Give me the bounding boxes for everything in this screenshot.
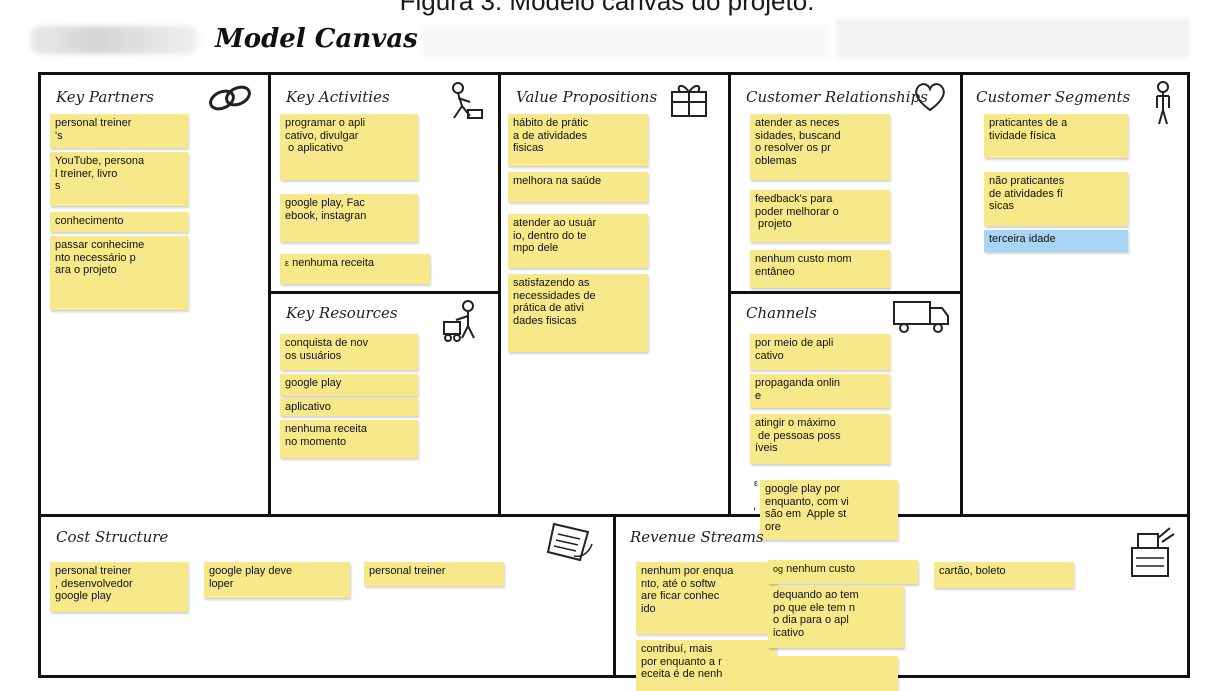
customer-relationships-title: Customer Relationships (746, 88, 928, 106)
divider (960, 72, 963, 516)
customer-relationships-note: nenhum custo mom entâneo (750, 250, 890, 288)
stray-mark: ε (754, 478, 759, 488)
divider (730, 291, 961, 294)
key-partners-note: personal treiner 's (50, 114, 188, 148)
customer-relationships-note: atender as neces sidades, buscand o reso… (750, 114, 890, 180)
key-partners-title: Key Partners (56, 88, 154, 106)
blurred-area (422, 24, 827, 58)
revenue-streams-note: cartão, boleto (934, 562, 1074, 588)
cash-register-icon (1131, 527, 1175, 577)
cost-structure-title: Cost Structure (56, 528, 169, 546)
customer-relationships-note: feedback's para poder melhorar o projeto (750, 190, 890, 242)
figure-caption: Figura 3: Modelo canvas do projeto. (399, 0, 815, 16)
customer-segments-note: praticantes de a tividade física (984, 114, 1128, 158)
revenue-streams-note: og nenhum custo (768, 560, 918, 584)
key-partners-note: passar conhecime nto necessário p ara o … (50, 236, 188, 310)
person-with-cart-icon (443, 300, 475, 342)
revenue-streams-title: Revenue Streams (630, 528, 764, 546)
key-activities-note: google play, Fac ebook, instagran (280, 194, 418, 242)
value-propositions-note: satisfazendo as necessidades de prática … (508, 274, 648, 352)
person-working-icon (452, 82, 483, 119)
key-activities-note: ε nenhuma receita (280, 254, 430, 284)
stray-mark: og (773, 564, 784, 574)
value-propositions-title: Value Propositions (516, 88, 658, 106)
channels-note: google play por enquanto, com vi são em … (760, 480, 898, 540)
key-partners-note: conhecimento (50, 212, 188, 232)
revenue-streams-note: dequando ao tem po que ele tem n o dia p… (768, 586, 904, 648)
customer-segments-note: não praticantes de atividades fí sicas (984, 172, 1128, 226)
chain-links-icon (209, 85, 251, 111)
heart-icon (915, 83, 945, 112)
divider (613, 514, 616, 678)
value-propositions-note: melhora na saúde (508, 172, 648, 202)
revenue-streams-note: contribuí, mais por enquanto a r eceita … (636, 640, 776, 691)
divider (728, 72, 731, 516)
key-partners-note: YouTube, persona l treiner, livro s (50, 152, 188, 206)
cost-structure-note: google play deve loper (204, 562, 350, 598)
key-resources-note: nenhuma receita no momento (280, 420, 418, 458)
channels-note: atingir o máximo de pessoas poss íveis (750, 414, 890, 464)
note-text: nenhum custo (786, 563, 856, 575)
key-resources-note: aplicativo (280, 398, 418, 416)
customer-segments-title: Customer Segments (976, 88, 1131, 106)
key-activities-note: programar o apli cativo, divulgar o apli… (280, 114, 418, 180)
cost-structure-note: personal treiner , desenvolvedor google … (50, 562, 188, 612)
channels-title: Channels (746, 304, 817, 322)
cost-structure-note: personal treiner (364, 562, 504, 586)
key-resources-note: google play (280, 374, 418, 396)
standing-person-icon (1156, 81, 1170, 125)
note-text: nenhuma receita (292, 257, 375, 269)
stray-mark: , (753, 500, 757, 512)
divider (270, 291, 499, 294)
canvas-title: Model Canvas (215, 24, 418, 54)
revenue-streams-note (768, 656, 898, 691)
divider (268, 72, 271, 516)
value-propositions-note: atender ao usuár io, dentro do te mpo de… (508, 214, 648, 268)
blurred-logo (30, 26, 198, 54)
key-activities-title: Key Activities (286, 88, 390, 106)
customer-segments-note: terceira idade (984, 230, 1128, 252)
value-propositions-note: hábito de prátic a de atividades fisicas (508, 114, 648, 166)
stray-mark: ε (285, 258, 290, 268)
channels-note: propaganda onlin e (750, 374, 890, 408)
truck-icon (893, 301, 949, 333)
gift-box-icon (671, 85, 707, 117)
channels-note: por meio de apli cativo (750, 334, 890, 370)
document-icon (546, 522, 593, 562)
key-resources-note: conquista de nov os usuários (280, 334, 418, 370)
revenue-streams-note: nenhum por enqua nto, até o softw are fi… (636, 562, 776, 634)
blurred-area-right (835, 18, 1190, 58)
key-resources-title: Key Resources (286, 304, 398, 322)
divider (498, 72, 501, 516)
